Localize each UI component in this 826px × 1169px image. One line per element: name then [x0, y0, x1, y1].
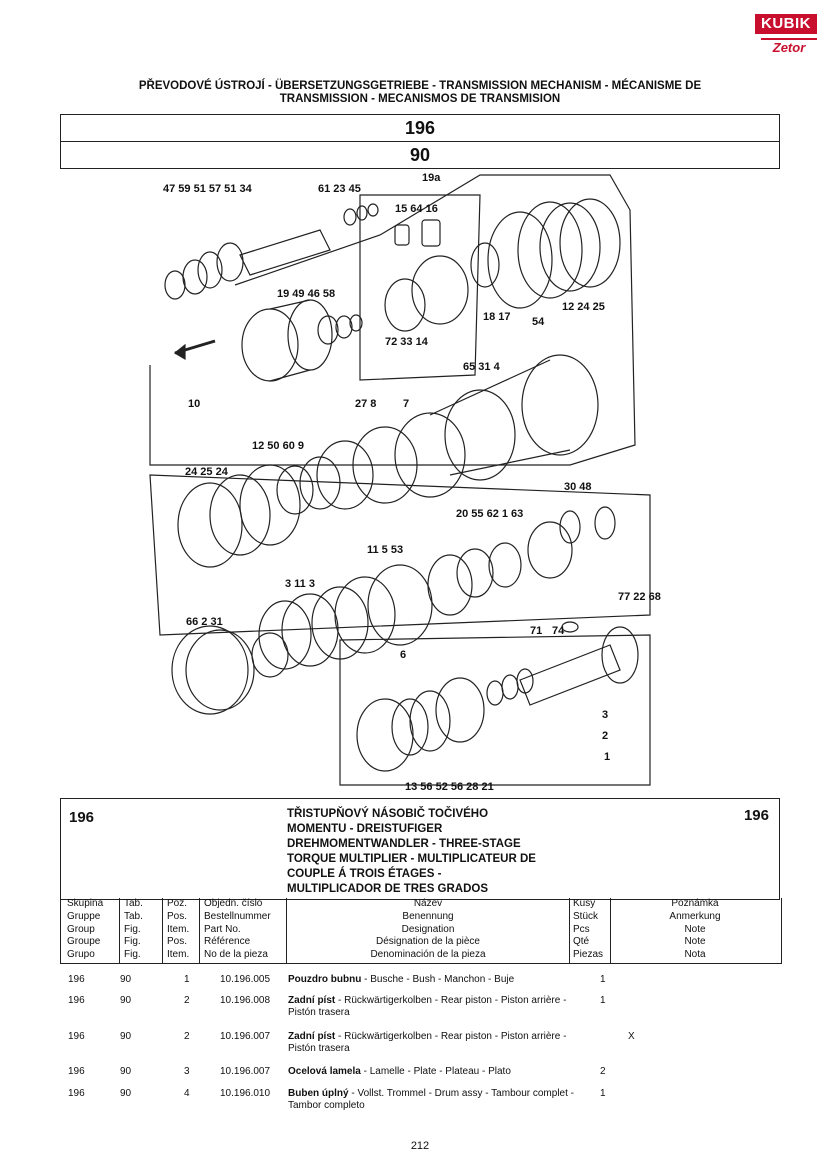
callout-label: 13 56 52 56 28 21 — [405, 781, 494, 793]
col-poznamka: Poznámka Anmerkung Note Note Nota — [669, 898, 721, 961]
logo-brand: KUBIK — [755, 14, 817, 34]
figure-number-box: 90 — [60, 141, 780, 169]
page-number: 212 — [410, 1140, 430, 1152]
callout-label: 47 59 51 57 51 34 — [163, 183, 253, 195]
callout-label: 77 22 68 — [618, 591, 661, 603]
col-nazev: Název Benennung Designation Désignation … — [287, 898, 570, 963]
callout-label: 19a — [422, 172, 441, 184]
desc-line: DREHMOMENTWANDLER - THREE-STAGE — [287, 838, 521, 850]
section-header: 196 196 TŘISTUPŇOVÝ NÁSOBIČ TOČIVÉHO MOM… — [60, 798, 780, 900]
page-title: PŘEVODOVÉ ÚSTROJÍ - ÜBERSETZUNGSGETRIEBE… — [100, 80, 740, 106]
desc-line: TŘISTUPŇOVÝ NÁSOBIČ TOČIVÉHO — [287, 808, 489, 820]
callout-label: 2 — [602, 730, 608, 742]
callout-label: 7 — [403, 398, 409, 410]
section-group-right: 196 — [743, 807, 769, 824]
desc-line: TORQUE MULTIPLIER - MULTIPLICATEUR DE — [287, 853, 536, 865]
callout-label: 27 8 — [355, 398, 376, 410]
col-poz: Poz. Pos. Item. Pos. Item. — [163, 898, 200, 963]
callout-label: 66 2 31 — [186, 616, 223, 628]
callout-label: 3 — [602, 709, 608, 721]
callout-label: 54 — [532, 316, 545, 328]
callout-label: 72 33 14 — [385, 336, 429, 348]
col-tab: Tab. Tab. Fig. Fig. Fig. — [120, 898, 163, 963]
title-line-2: TRANSMISSION - MECANISMOS DE TRANSMISION — [279, 93, 561, 105]
col-part-no: Objedn. číslo Bestellnummer Part No. Réf… — [200, 898, 287, 963]
callout-label: 65 31 4 — [463, 361, 501, 373]
col-skupina: Skupina Gruppe Group Groupe Grupo — [61, 898, 120, 963]
callout-label: 74 — [552, 625, 565, 637]
section-description: TŘISTUPŇOVÝ NÁSOBIČ TOČIVÉHO MOMENTU - D… — [287, 807, 607, 897]
group-number-box: 196 — [60, 114, 780, 142]
callout-label: 24 25 24 — [185, 466, 229, 478]
callout-label: 18 17 — [483, 311, 511, 323]
callout-label: 61 23 45 — [318, 183, 361, 195]
callout-label: 71 — [530, 625, 542, 637]
callout-label: 3 11 3 — [285, 578, 315, 590]
callout-label: 6 — [400, 649, 406, 661]
callout-label: 10 — [188, 398, 200, 410]
callout-label: 12 24 25 — [562, 301, 605, 313]
callout-label: 19 49 46 58 — [277, 288, 335, 300]
callout-label: 20 55 62 1 63 — [456, 508, 523, 520]
callout-label: 12 50 60 9 — [252, 440, 304, 452]
callout-label: 15 64 16 — [395, 203, 438, 215]
logo-sub: Zetor — [761, 38, 817, 56]
callout-label: 1 — [604, 751, 610, 763]
brand-logo: KUBIK Zetor — [755, 14, 817, 62]
col-kusy: Kusy Stück Pcs Qté Piezas — [570, 898, 611, 963]
desc-line: COUPLE Á TROIS ÉTAGES - — [287, 868, 442, 880]
exploded-parts-diagram: 47 59 51 57 51 34 61 23 45 19a 15 64 16 … — [149, 172, 661, 793]
section-group-left: 196 — [69, 809, 95, 826]
desc-line: MOMENTU - DREISTUFIGER — [287, 823, 443, 835]
callout-label: 30 48 — [564, 481, 592, 493]
callout-label: 11 5 53 — [367, 544, 403, 556]
title-line-1: PŘEVODOVÉ ÚSTROJÍ - ÜBERSETZUNGSGETRIEBE… — [138, 80, 702, 92]
desc-line: MULTIPLICADOR DE TRES GRADOS — [287, 883, 489, 895]
parts-table-header: Skupina Gruppe Group Groupe Grupo Tab. T… — [60, 898, 782, 964]
